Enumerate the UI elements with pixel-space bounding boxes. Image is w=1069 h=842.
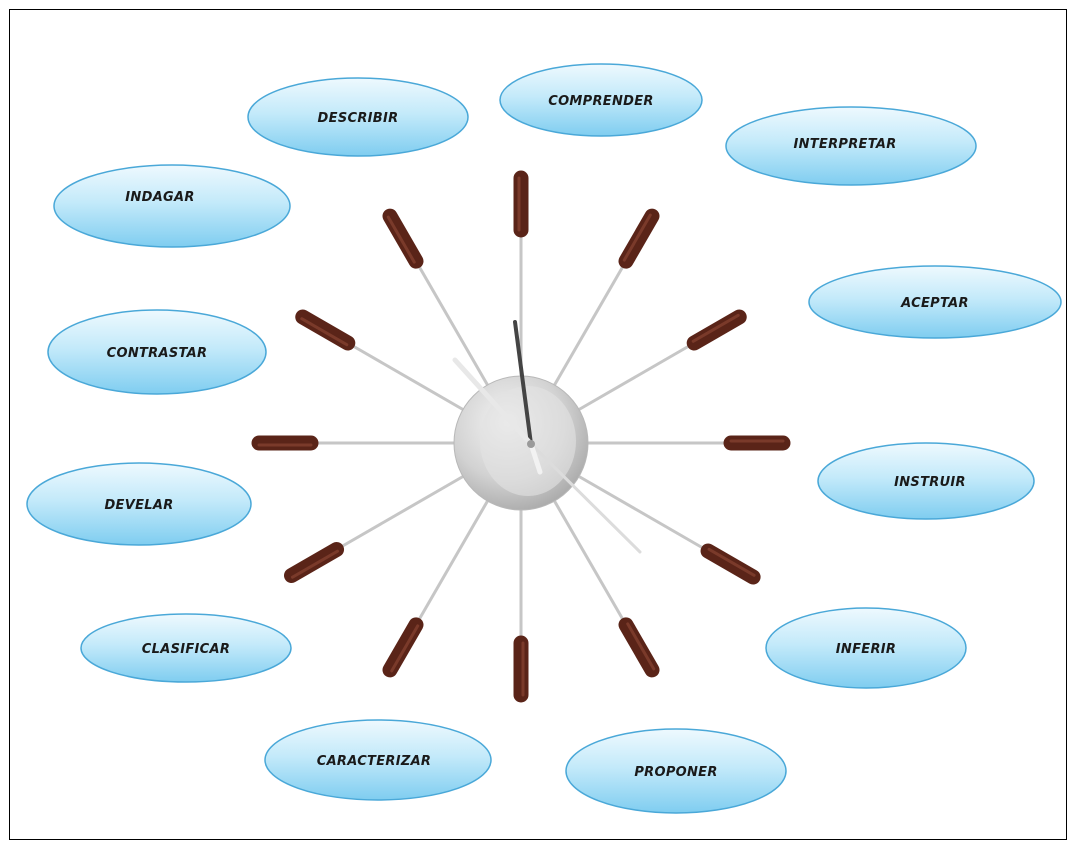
bubble-develar: DEVELAR [26,462,252,546]
clock-spoke-rod [414,260,493,392]
clock-spoke-wood-highlight [707,547,756,577]
clock-spoke-rod [572,341,695,415]
clock-spoke-wood-highlight [300,317,349,347]
bubble-inferir-label: INFERIR [836,642,896,657]
clock-spoke-rod [347,341,470,415]
clock-spoke-wood-highlight [390,624,420,673]
clock-spoke-wood-tip [284,542,345,583]
clock-spoke-wood-highlight [291,549,340,579]
clock-spoke-wood-highlight [691,313,740,343]
bubble-aceptar: ACEPTAR [808,265,1062,339]
bubble-interpretar-label: INTERPRETAR [793,137,896,152]
bubble-contrastar: CONTRASTAR [47,309,267,395]
clock-spoke-wood-tip [618,617,660,678]
clock-spoke-wood-highlight [622,213,652,262]
bubble-indagar: INDAGAR [53,164,291,248]
clock-spoke-wood-tip [382,617,424,678]
clock-spokes [251,170,791,703]
bubble-comprender: COMPRENDER [499,63,703,137]
bubble-proponer-label: PROPONER [634,765,717,780]
clock-spoke-rod [549,494,628,626]
clock-minute-hand [513,320,533,446]
clock-hand-tail [528,441,543,475]
bubble-aceptar-label: ACEPTAR [900,296,969,311]
clock-second-hand [529,442,642,554]
bubble-instruir: INSTRUIR [817,442,1035,520]
clock-spoke-rod [414,494,493,626]
wall-clock-image [251,170,791,703]
clock-spoke-rod [549,260,628,392]
bubble-clasificar: CLASIFICAR [80,613,292,683]
clock-spoke-wood-highlight [386,215,416,264]
clock-spoke-wood-tip [295,309,356,351]
clock-spoke-rod [335,471,470,551]
clock-center-pin [527,440,535,448]
bubble-instruir-label: INSTRUIR [894,475,966,490]
clock-hour-hand [452,357,534,447]
clock-spoke-wood-highlight [626,622,656,671]
bubble-clasificar-label: CLASIFICAR [142,642,230,657]
bubble-caracterizar: CARACTERIZAR [264,719,492,801]
bubble-proponer: PROPONER [565,728,787,814]
clock-spoke-wood-tip [700,543,761,585]
bubble-inferir: INFERIR [765,607,967,689]
bubble-interpretar: INTERPRETAR [725,106,977,186]
bubble-caracterizar-label: CARACTERIZAR [317,754,432,769]
bubble-contrastar-label: CONTRASTAR [107,346,208,361]
bubble-comprender-label: COMPRENDER [548,94,654,109]
clock-spoke-wood-tip [382,208,424,269]
bubble-describir: DESCRIBIR [247,77,469,157]
clock-spoke-rod [572,471,709,553]
clock-spoke-wood-tip [618,208,660,269]
bubble-describir-label: DESCRIBIR [318,111,399,126]
bubble-develar-label: DEVELAR [104,498,173,513]
bubble-indagar-label: INDAGAR [125,190,194,205]
clock-spoke-wood-tip [686,309,747,351]
